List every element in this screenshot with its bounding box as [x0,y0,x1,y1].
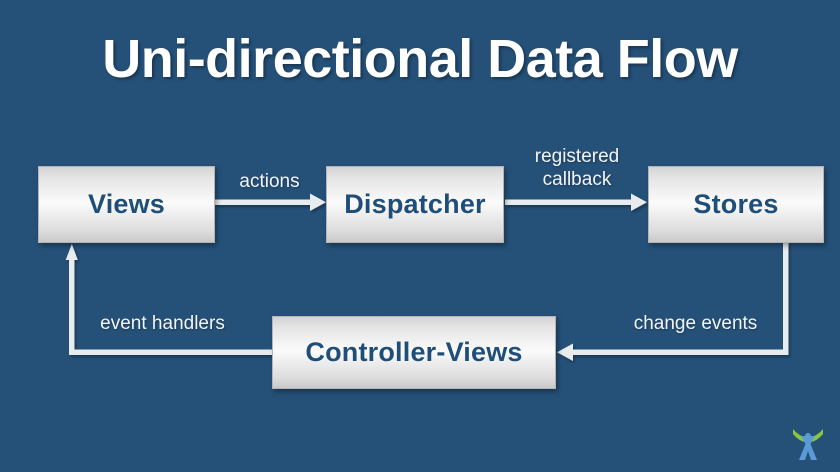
node-views[interactable]: Views [38,166,215,243]
node-stores[interactable]: Stores [648,166,824,243]
arrow-stores-to-controller-views [557,243,789,361]
arrow-controller-views-to-views [65,244,272,355]
node-dispatcher-label: Dispatcher [344,189,486,219]
node-controller-views[interactable]: Controller-Views [272,316,556,389]
edge-label-registered-callback: registered callback [534,146,620,190]
company-logo-icon [793,429,823,460]
arrow-views-to-dispatcher [214,193,326,211]
arrow-dispatcher-to-stores [505,193,647,211]
node-dispatcher[interactable]: Dispatcher [326,166,504,243]
edge-label-event-handlers: event handlers [100,313,225,334]
node-stores-label: Stores [693,189,779,219]
edge-label-change-events: change events [633,313,758,334]
node-controller-views-label: Controller-Views [305,337,523,367]
edge-label-actions: actions [239,171,300,192]
node-views-label: Views [87,189,166,219]
page-title: Uni-directional Data Flow [102,29,738,89]
